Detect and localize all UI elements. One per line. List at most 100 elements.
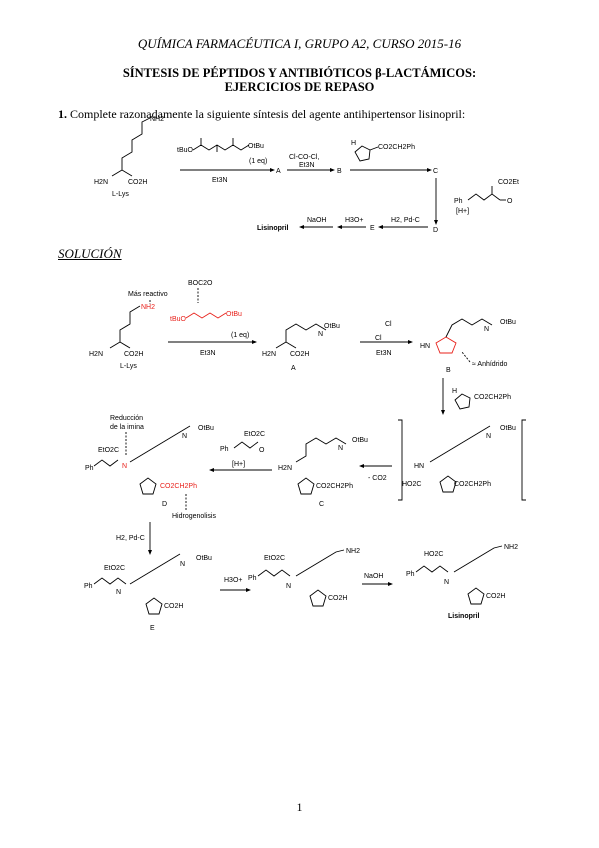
- naoh-1: NaOH: [307, 217, 326, 224]
- label-c: C: [433, 168, 438, 175]
- scheme-solution: NH2 H2N CO2H L-Lys Más reactivo BOC2O tB…: [84, 280, 526, 632]
- label-c-2: C: [319, 501, 324, 508]
- hplus-2: [H+]: [232, 461, 245, 468]
- f-ph: Ph: [248, 575, 257, 582]
- boc-red-right: OtBu: [226, 311, 242, 318]
- lys-nh2-red: NH2: [141, 304, 155, 311]
- o-2: O: [259, 447, 265, 454]
- c-nboc: OtBu: [352, 437, 368, 444]
- f-co2h: CO2H: [328, 595, 347, 602]
- e-chain: [129, 553, 181, 585]
- pro-ester-2: CO2CH2Ph: [474, 394, 511, 401]
- c-h2n: H2N: [278, 465, 292, 472]
- et3n-1: Et3N: [212, 177, 228, 184]
- page-number: 1: [296, 800, 303, 814]
- question-1: 1. Complete razonadamente la siguiente s…: [58, 107, 465, 122]
- proline-ring: [354, 145, 371, 162]
- boc2o-label: BOC2O: [188, 280, 213, 287]
- e-nboc: OtBu: [196, 555, 212, 562]
- d-chain: [129, 425, 191, 463]
- label-a: A: [276, 168, 281, 175]
- co2et-1: CO2Et: [498, 179, 519, 186]
- h2pdc-1: H2, Pd-C: [391, 217, 420, 224]
- question-number: 1.: [58, 107, 67, 121]
- lys-chain-2: [109, 305, 141, 349]
- a-n: N: [318, 331, 323, 338]
- label-e-2: E: [150, 625, 155, 632]
- boc-red-left: tBuO: [170, 316, 187, 323]
- ketoester-chain: [467, 193, 501, 201]
- nca-ring: [435, 336, 457, 354]
- d-n: N: [182, 433, 187, 440]
- c-n: N: [338, 445, 343, 452]
- inter-hn: HN: [414, 463, 424, 470]
- phosgene-cl2: Cl: [375, 335, 382, 342]
- boc-right: OtBu: [248, 143, 264, 150]
- pro-ester: CO2CH2Ph: [378, 144, 415, 151]
- e-hn: N: [116, 589, 121, 596]
- lis-nh2: NH2: [504, 544, 518, 551]
- f-nh2: NH2: [346, 548, 360, 555]
- clcocl: Cl-CO-Cl,: [289, 154, 319, 161]
- lys-co2h: CO2H: [128, 179, 147, 186]
- inter-ester: CO2CH2Ph: [454, 481, 491, 488]
- lys-nh2: NH2: [150, 116, 164, 123]
- ketoester-2: [233, 441, 259, 449]
- label-a-2: A: [291, 365, 296, 372]
- label-e: E: [370, 225, 375, 232]
- minus-co2: - CO2: [368, 475, 387, 482]
- eq-2: (1 eq): [231, 332, 249, 339]
- b-n: N: [484, 326, 489, 333]
- d-nboc: OtBu: [198, 425, 214, 432]
- anhidrido-label: ≈ Anhídrido: [472, 361, 507, 368]
- inter-chain: [429, 425, 491, 463]
- h3o-1: H3O+: [345, 217, 363, 224]
- question-text: Complete razonadamente la siguiente sínt…: [67, 107, 466, 121]
- title-line-1: SÍNTESIS DE PÉPTIDOS Y ANTIBIÓTICOS β-LA…: [122, 66, 477, 80]
- a-nboc: OtBu: [324, 323, 340, 330]
- title-line-2: EJERCICIOS DE REPASO: [224, 80, 375, 94]
- bracket-right: [521, 419, 526, 501]
- pro-h-2: H: [452, 388, 457, 395]
- h3o-2: H3O+: [224, 577, 242, 584]
- compound-c: [295, 437, 347, 463]
- b-chain: [445, 318, 493, 338]
- naoh-2: NaOH: [364, 573, 383, 580]
- hplus-1: [H+]: [456, 208, 469, 215]
- d-eto2c: EtO2C: [98, 447, 119, 454]
- et3n-s2: Et3N: [376, 350, 392, 357]
- lys-label-2: L-Lys: [120, 363, 137, 370]
- e-eto2c: EtO2C: [104, 565, 125, 572]
- inter-nboc: OtBu: [500, 425, 516, 432]
- d-ph: Ph: [85, 465, 94, 472]
- d-n-red: N: [122, 463, 127, 470]
- d-pro: [139, 477, 157, 495]
- e-pro: [145, 597, 163, 615]
- lis-chain: [453, 545, 503, 573]
- inter-ho2c: HO2C: [402, 481, 421, 488]
- d-ester-red: CO2CH2Ph: [160, 483, 197, 490]
- lisinopril-label-2: Lisinopril: [448, 613, 480, 620]
- inter-pro: [439, 475, 457, 493]
- lys-h2n: H2N: [94, 179, 108, 186]
- phosgene-cl: Cl: [385, 321, 392, 328]
- a-h2n: H2N: [262, 351, 276, 358]
- boc-left: tBuO: [177, 147, 194, 154]
- b-hn: HN: [420, 343, 430, 350]
- e-co2h: CO2H: [164, 603, 183, 610]
- lis-ph: Ph: [406, 571, 415, 578]
- f-hn: N: [286, 583, 291, 590]
- h2pdc-2: H2, Pd-C: [116, 535, 145, 542]
- f-pro: [309, 589, 327, 607]
- pro-nh: H: [351, 140, 356, 147]
- label-b-2: B: [446, 367, 451, 374]
- imina-label: de la imina: [110, 424, 144, 431]
- solution-heading: SOLUCIÓN: [58, 246, 122, 261]
- a-co2h: CO2H: [290, 351, 309, 358]
- page-header: QUÍMICA FARMACÉUTICA I, GRUPO A2, CURSO …: [137, 36, 462, 51]
- et3n-2: Et3N: [299, 162, 315, 169]
- eq-label: (1 eq): [249, 158, 267, 165]
- lys-co2h-2: CO2H: [124, 351, 143, 358]
- ph-1: Ph: [454, 198, 463, 205]
